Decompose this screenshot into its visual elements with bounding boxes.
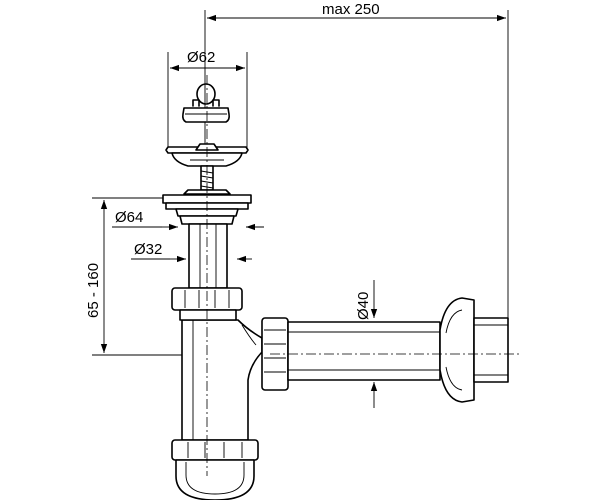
wall-sleeve xyxy=(473,317,509,383)
flange-diameter-dimension: Ø64 xyxy=(112,209,264,231)
center-lines xyxy=(206,75,520,476)
max-length-label: max 250 xyxy=(322,1,380,18)
outlet-diameter-label: Ø40 xyxy=(355,292,372,320)
height-range-label: 65 - 160 xyxy=(85,263,102,318)
bottom-union-nut xyxy=(171,439,259,461)
trap-body xyxy=(181,319,263,441)
tailpiece-diameter-dimension: Ø32 xyxy=(131,241,252,263)
tailpiece-diameter-label: Ø32 xyxy=(134,241,162,258)
stopper xyxy=(182,83,230,123)
flange-diameter-label: Ø64 xyxy=(115,209,143,226)
bottom-dome-cap xyxy=(175,459,255,500)
tailpiece-pipe xyxy=(188,223,228,289)
wall-rosette xyxy=(439,297,475,403)
stopper-diameter-dimension: Ø62 xyxy=(167,49,248,150)
stopper-diameter-label: Ø62 xyxy=(187,49,215,66)
outlet-pipe xyxy=(287,321,441,381)
strainer xyxy=(165,143,249,167)
outlet-diameter-dimension: Ø40 xyxy=(355,280,378,408)
